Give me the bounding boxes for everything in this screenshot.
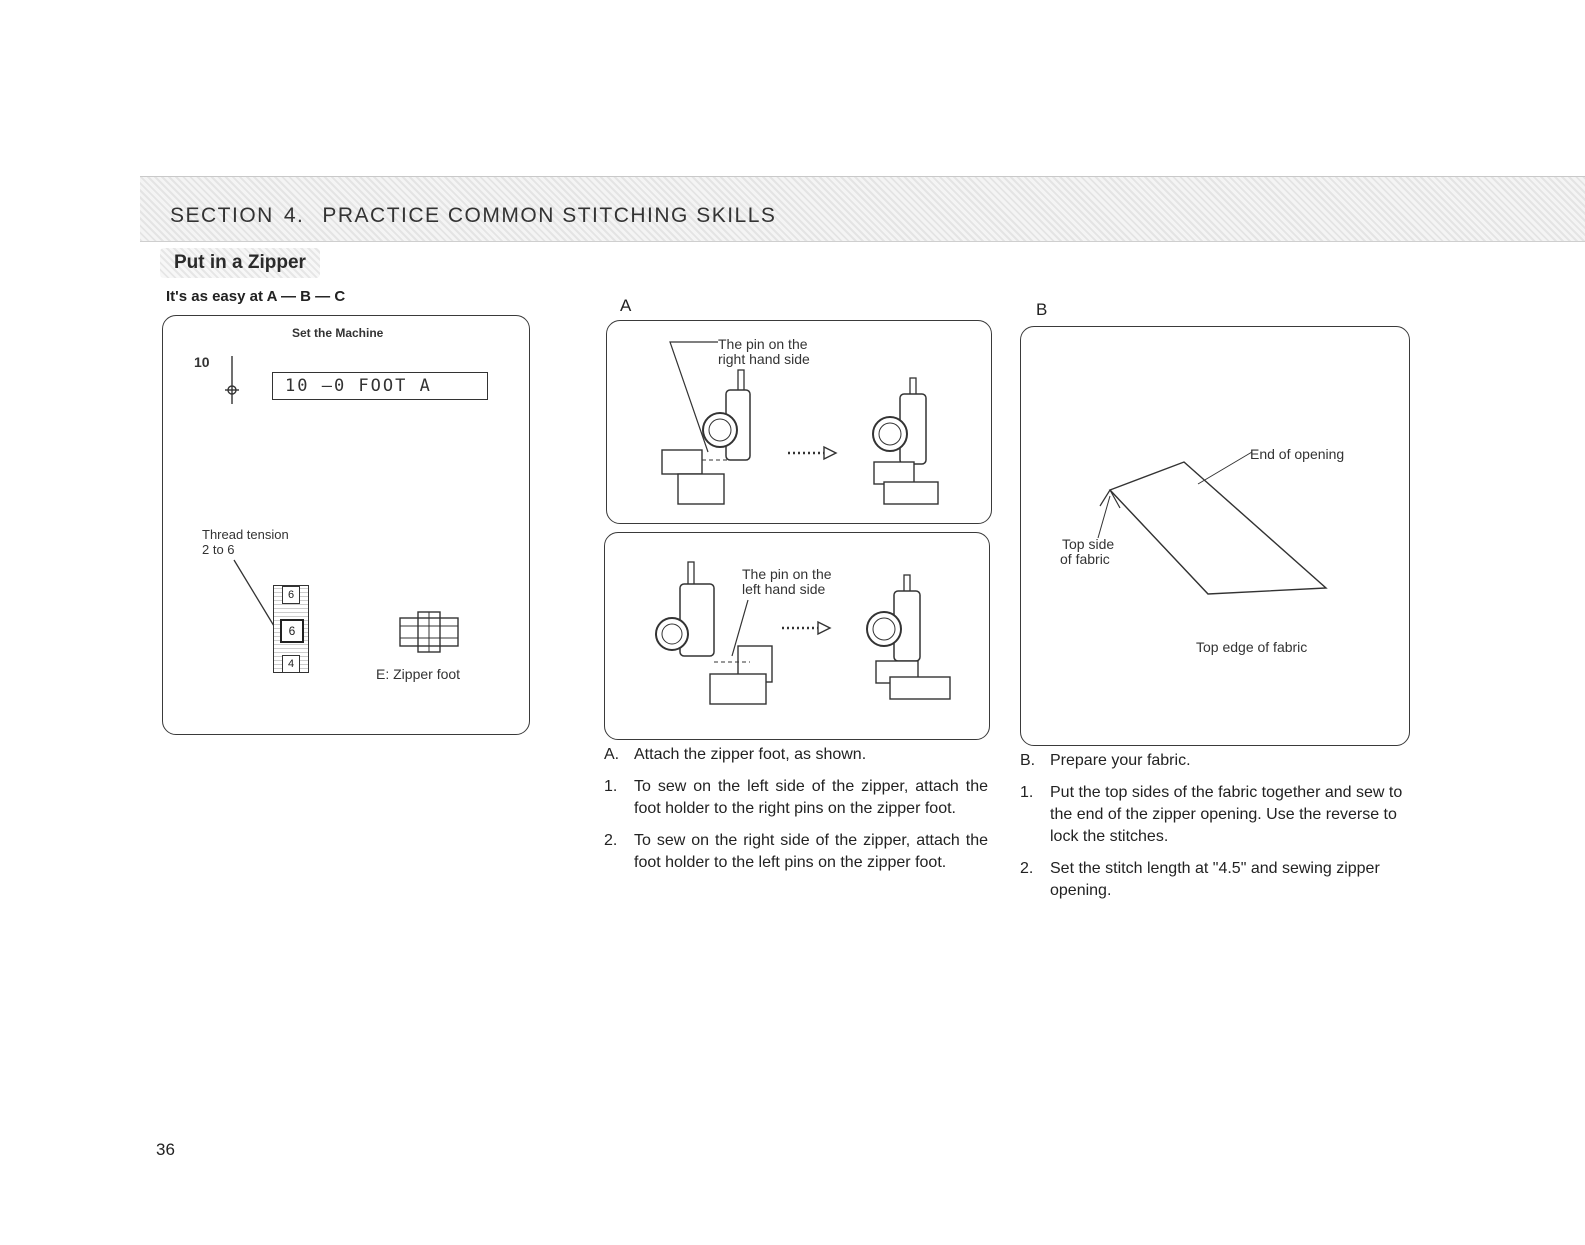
stitch-number: 10 [194,354,210,370]
step-index: 2. [1020,860,1034,877]
instruction-b-step-1: 1. Put the top sides of the fabric toget… [1020,782,1404,848]
zipper-foot-icon [399,611,459,653]
instruction-b-step-2: 2. Set the stitch length at "4.5" and se… [1020,858,1404,902]
pin-right-caption-1: The pin on the [718,336,808,352]
step-text: To sew on the right side of the zipper, … [634,832,988,871]
pin-left-caption-1: The pin on the [742,566,832,582]
section-header-band [140,176,1585,242]
dial-value-bottom: 4 [282,655,300,673]
instruction-a-heading-index: A. [604,746,620,763]
setup-heading: Set the Machine [292,326,384,340]
section-title: SECTION 4. PRACTICE COMMON STITCHING SKILL… [170,204,776,228]
top-side-label-1: Top side [1062,536,1115,552]
instructions-b: B. Prepare your fabric. 1. Put the top s… [1020,750,1404,906]
instruction-a-heading: A. Attach the zipper foot, as shown. [604,744,988,766]
section-heading: PRACTICE COMMON STITCHING SKILLS [322,204,777,227]
pin-left-caption-2: left hand side [742,581,826,597]
dial-value-top: 6 [282,586,300,604]
lcd-display: 10 —0 FOOT A [272,372,488,400]
section-label: SECTION [170,204,274,227]
tension-label: Thread tension [202,527,289,542]
section-number: 4. [283,204,305,227]
left-pin-pointer [731,599,749,657]
panel-a-bottom-box [604,532,990,740]
arrow-right-icon-2 [782,620,832,636]
subtitle: It's as easy at A — B — C [166,288,346,305]
presser-foot-after-icon [872,377,939,505]
tension-range: 2 to 6 [202,542,235,557]
arrow-right-icon [788,445,838,461]
top-side-label-2: of fabric [1060,551,1110,567]
fabric-diagram [1097,451,1328,595]
step-text: To sew on the left side of the zipper, a… [634,778,988,817]
topic-title: Put in a Zipper [160,248,320,278]
step-index: 2. [604,832,618,849]
panel-b-box [1020,326,1410,746]
machine-setup-panel [162,315,530,735]
pin-right-caption-2: right hand side [718,351,810,367]
panel-b-label: B [1036,300,1048,319]
foot-caption: E: Zipper foot [376,666,461,682]
stitch-pattern-icon [225,356,239,404]
dial-value-center: 6 [280,619,304,643]
instruction-a-heading-text: Attach the zipper foot, as shown. [634,746,867,763]
page-number: 36 [156,1140,175,1159]
presser-foot-left-before-icon [655,561,773,705]
end-of-opening-label: End of opening [1250,446,1345,462]
step-index: 1. [1020,784,1034,801]
instruction-b-heading-text: Prepare your fabric. [1050,752,1191,769]
panel-a-top-box [606,320,992,524]
instruction-a-step-2: 2. To sew on the right side of the zippe… [604,830,988,874]
right-pin-pointer [669,341,718,453]
instruction-b-heading-index: B. [1020,752,1036,769]
instructions-a: A. Attach the zipper foot, as shown. 1. … [604,744,988,878]
top-edge-label: Top edge of fabric [1196,639,1308,655]
presser-foot-before-icon [661,369,751,505]
instruction-b-heading: B. Prepare your fabric. [1020,750,1404,772]
instruction-a-step-1: 1. To sew on the left side of the zipper… [604,776,988,820]
step-text: Put the top sides of the fabric together… [1050,784,1403,845]
step-text: Set the stitch length at "4.5" and sewin… [1050,860,1380,899]
panel-a-label: A [620,296,632,315]
step-index: 1. [604,778,618,795]
presser-foot-left-after-icon [866,574,951,700]
tension-pointer [233,559,275,627]
